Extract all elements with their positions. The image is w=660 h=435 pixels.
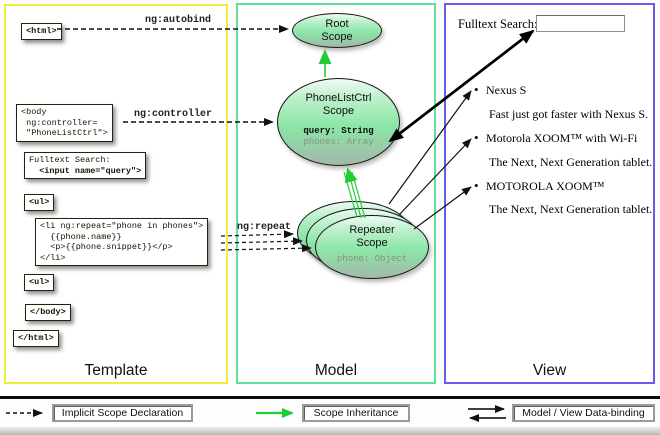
phonelistctrl-prop-phones: phones: Array: [303, 137, 374, 147]
list-bullet-icon: •: [474, 130, 479, 145]
view-item-desc: Fast just got faster with Nexus S.: [489, 107, 648, 121]
view-item-title: •MOTOROLA XOOM™: [474, 178, 605, 193]
view-item-title: •Motorola XOOM™ with Wi-Fi: [474, 130, 638, 145]
phonelistctrl-scope-title-2: Scope: [322, 104, 355, 117]
code-html-open: <html>: [21, 23, 62, 40]
legend-model-view-databinding: Model / View Data-binding: [512, 404, 655, 422]
model-panel: Model: [236, 3, 436, 384]
view-item-title: •Nexus S: [474, 82, 527, 97]
template-panel-label: Template: [84, 362, 148, 379]
view-item-desc: The Next, Next Generation tablet.: [489, 155, 653, 169]
root-scope-ellipse: Root Scope: [292, 13, 382, 48]
code-html-close: </html>: [13, 330, 59, 347]
view-panel-label: View: [532, 362, 567, 379]
repeater-scope-title-1: Repeater: [349, 224, 395, 236]
phonelistctrl-prop-query: query: String: [303, 126, 374, 136]
root-scope-title-2: Scope: [321, 30, 353, 43]
code-body-close: </body>: [25, 304, 71, 321]
list-bullet-icon: •: [474, 82, 479, 97]
code-ul-open: <ul>: [24, 194, 55, 211]
repeater-scope-ellipse-front: Repeater Scope phone: Object: [315, 215, 429, 279]
repeater-scope-title-2: Scope: [356, 236, 388, 249]
code-li-repeat: <li ng:repeat="phone in phones"> {{phone…: [35, 218, 209, 266]
code-ul-second: <ul>: [24, 274, 55, 291]
bottom-strip: [0, 427, 660, 435]
view-search-label: Fulltext Search:: [458, 17, 538, 31]
root-scope-title-1: Root: [325, 18, 349, 30]
repeater-prop-phone: phone: Object: [336, 254, 408, 264]
code-fulltext-input: Fulltext Search: <input name="query">: [24, 152, 147, 179]
model-panel-label: Model: [314, 362, 358, 379]
phonelistctrl-scope-ellipse: PhoneListCtrl Scope query: String phones…: [277, 78, 400, 166]
legend-implicit-scope-declaration: Implicit Scope Declaration: [52, 404, 193, 422]
code-body-open: <body ng:controller= "PhoneListCtrl">: [16, 104, 113, 142]
phonelistctrl-scope-title-1: PhoneListCtrl: [305, 92, 372, 104]
legend-separator: [0, 396, 660, 399]
ng-controller-label: ng:controller: [134, 109, 213, 120]
ng-repeat-label: ng:repeat: [237, 222, 292, 233]
view-search-input[interactable]: [536, 15, 625, 32]
legend-scope-inheritance: Scope Inheritance: [302, 404, 410, 422]
list-bullet-icon: •: [474, 178, 479, 193]
view-item-desc: The Next, Next Generation tablet.: [489, 202, 653, 216]
ng-autobind-label: ng:autobind: [145, 15, 212, 26]
